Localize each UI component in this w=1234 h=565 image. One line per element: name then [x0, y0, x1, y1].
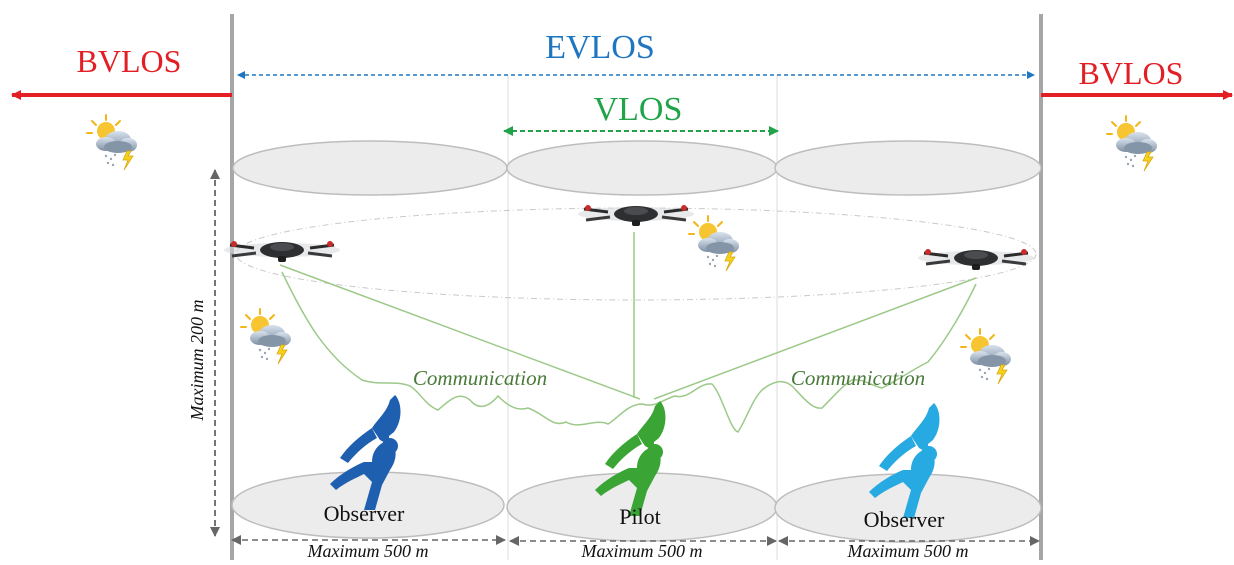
max-height-label: Maximum 200 m — [187, 300, 207, 422]
weather-icon — [960, 328, 1012, 385]
comm-line-left-drone — [279, 264, 641, 400]
drone-icon — [222, 239, 342, 264]
bvlos-right-label: BVLOS — [1079, 55, 1184, 91]
comm-line-right-drone — [653, 277, 977, 400]
weather-icon — [688, 215, 740, 272]
observer-left-label: Observer — [324, 501, 405, 526]
comm-terrain-line — [281, 271, 977, 433]
evlos-label: EVLOS — [545, 29, 655, 66]
vlos-label: VLOS — [594, 91, 683, 128]
weather-icon — [1106, 115, 1158, 172]
max-width-label-2: Maximum 500 m — [581, 541, 703, 561]
top-zone-center — [506, 140, 778, 196]
top-zone-right — [774, 140, 1042, 196]
communication-left-label: Communication — [413, 366, 547, 390]
communication-right-label: Communication — [791, 366, 925, 390]
top-zone-left — [232, 140, 508, 196]
max-width-label-1: Maximum 500 m — [307, 541, 429, 561]
bvlos-left-label: BVLOS — [77, 43, 182, 79]
observer-right-label: Observer — [864, 507, 945, 532]
drone-icon — [916, 247, 1036, 272]
pilot-label: Pilot — [619, 504, 661, 529]
weather-icon — [86, 114, 138, 171]
max-width-label-3: Maximum 500 m — [847, 541, 969, 561]
weather-icon — [240, 308, 292, 365]
